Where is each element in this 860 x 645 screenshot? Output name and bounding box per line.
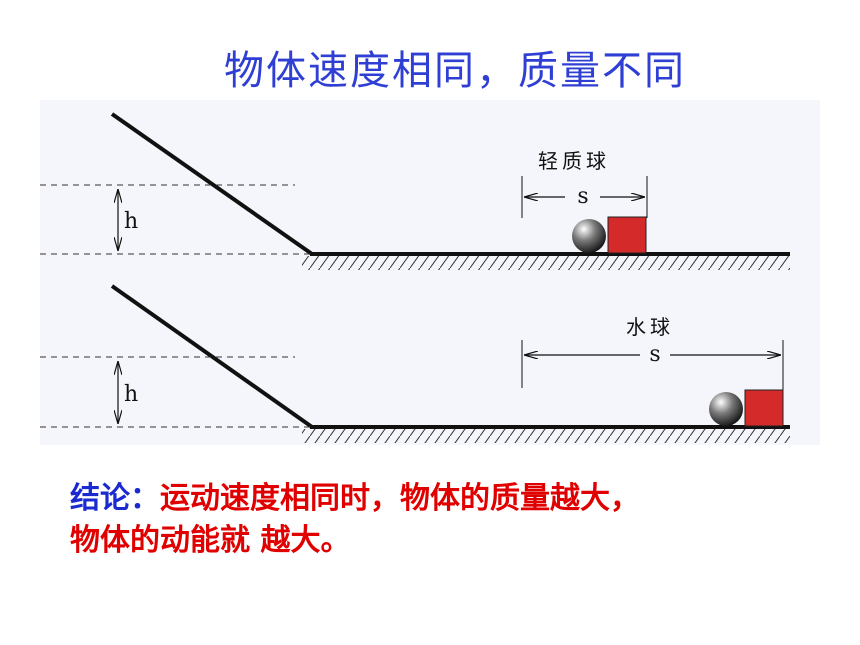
- slide-title: 物体速度相同，质量不同: [224, 48, 686, 94]
- bottom-ball: [709, 392, 743, 426]
- top-ramp: [110, 112, 314, 256]
- conclusion-statement-part1: 运动速度相同时，物体的质量越大，: [160, 481, 640, 516]
- bottom-ball-label: 水球: [626, 315, 674, 339]
- conclusion-statement-part2: 物体的动能就 越大。: [70, 523, 351, 558]
- bottom-experiment: h 水球 s: [40, 284, 790, 443]
- bottom-block: [744, 389, 784, 427]
- bottom-ground-hatch: [302, 429, 790, 443]
- conclusion-line-1: 结论：运动速度相同时，物体的质量越大，: [70, 478, 830, 520]
- top-ground-hatch: [302, 256, 790, 270]
- bottom-ramp: [110, 284, 314, 429]
- top-height-label: h: [124, 209, 138, 234]
- bottom-height-label: h: [124, 382, 138, 407]
- bottom-distance-label: s: [649, 342, 660, 367]
- conclusion-text: 结论：运动速度相同时，物体的质量越大， 物体的动能就 越大。: [70, 478, 830, 562]
- top-experiment: h 轻质球 s: [40, 112, 790, 270]
- top-ball: [572, 219, 606, 253]
- top-ball-label: 轻质球: [538, 149, 610, 173]
- conclusion-line-2: 物体的动能就 越大。: [70, 520, 830, 562]
- top-distance-label: s: [577, 184, 588, 209]
- conclusion-label: 结论：: [70, 481, 160, 516]
- experiment-diagram: h 轻质球 s h 水球 s: [40, 112, 790, 443]
- diagram-panel: h 轻质球 s h 水球 s: [40, 100, 820, 445]
- top-block: [607, 216, 647, 254]
